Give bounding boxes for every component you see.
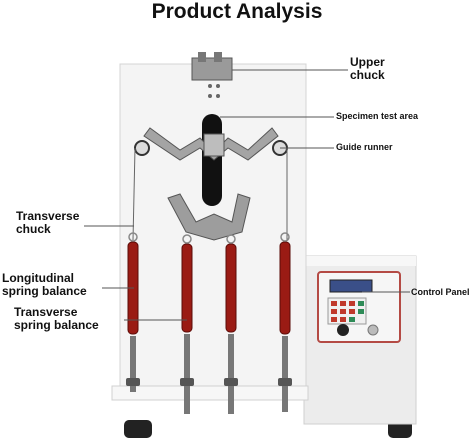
left-foot	[124, 420, 152, 438]
upper-chuck	[191, 57, 233, 81]
panel-knob	[337, 324, 349, 336]
guide-runner-left	[134, 140, 150, 156]
label-transverse-spring-balance: Transverse spring balance	[14, 305, 99, 332]
label-specimen-test-area: Specimen test area	[336, 111, 419, 121]
label-guide-runner: Guide runner	[336, 142, 393, 152]
transverse-chuck	[167, 193, 251, 241]
power-switch	[367, 324, 379, 336]
panel-buttons	[331, 301, 355, 322]
base-plate	[111, 385, 309, 401]
label-upper-chuck: Upper chuck	[350, 55, 385, 82]
spring-balances	[127, 241, 291, 335]
specimen-slot	[202, 114, 222, 206]
label-longitudinal-spring-balance: Longitudinal spring balance	[2, 271, 87, 298]
page-title: Product Analysis	[151, 0, 323, 23]
label-control-panel: Control Panel	[411, 287, 470, 297]
label-transverse-chuck: Transverse chuck	[16, 209, 80, 236]
leader-lines	[84, 69, 410, 321]
panel-display	[329, 279, 373, 293]
